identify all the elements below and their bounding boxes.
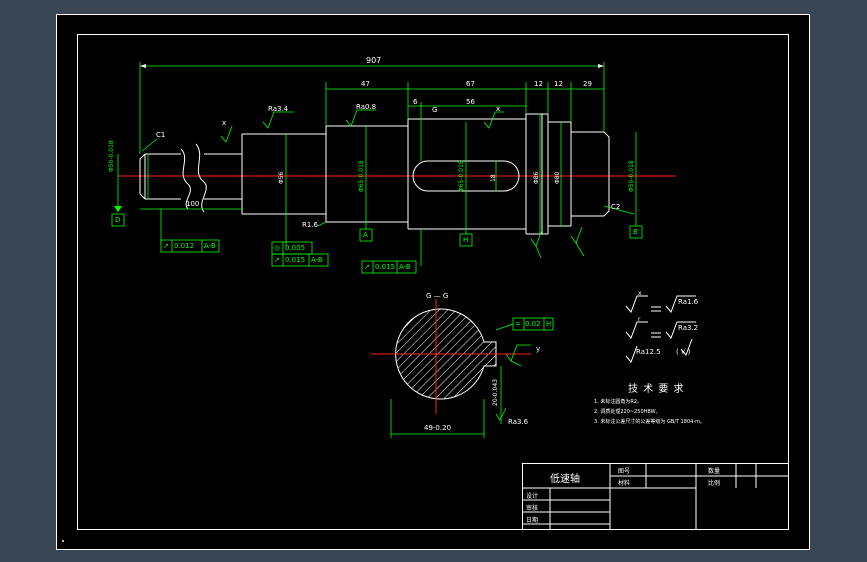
dim-dia-m3: Φ65-0.018 <box>458 160 465 192</box>
note-2: 2. 调质处理220~250HBW。 <box>594 409 661 415</box>
dim-12b: 12 <box>554 80 563 88</box>
title-designer: 设计 <box>526 493 539 500</box>
inner-frame <box>77 34 789 530</box>
cad-viewport[interactable]: 907 47 6 67 56 12 12 29 100 Φ50-0.018 Φ5… <box>56 14 810 550</box>
dim-29: 29 <box>583 80 592 88</box>
legend-row3-val: Ra12.5 <box>636 348 661 356</box>
section-title: G — G <box>426 292 449 300</box>
title-block-grid <box>522 463 789 530</box>
notes-title: 技 术 要 求 <box>628 384 685 395</box>
dimension-lines <box>117 62 637 266</box>
title-drawing-no: 图号 <box>618 468 631 475</box>
dim-dia-56: Φ56 <box>278 171 285 184</box>
section-letter-g: G <box>432 106 438 114</box>
title-material: 材料 <box>618 480 631 487</box>
dim-dia-right: Φ50-0.018 <box>628 160 635 192</box>
dim-12a: 12 <box>534 80 543 88</box>
datum-d: D <box>115 216 121 224</box>
datum-h-box <box>459 233 473 247</box>
dim-section-depth: 20-0.043 <box>492 379 499 406</box>
tol3-val: 0.015 <box>285 256 306 264</box>
legend-row1-sym: x <box>638 290 642 297</box>
tol3-sym: ↗ <box>274 256 280 264</box>
legend-row1-val: Ra1.6 <box>678 298 699 306</box>
tol3-ref: A-B <box>311 256 323 264</box>
tol2-val: 0.005 <box>285 244 306 252</box>
title-scale: 比例 <box>708 480 721 487</box>
dim-dia-left: Φ50-0.018 <box>108 140 115 172</box>
datum-a-box <box>359 228 373 242</box>
tol4-val: 0.015 <box>375 263 396 271</box>
roughness-legend-symbols <box>625 295 696 363</box>
datum-a: A <box>363 231 368 239</box>
datum-h: H <box>463 236 469 244</box>
tol2-sym: ◎ <box>274 244 281 252</box>
roughness-ra08: Ra0.8 <box>356 103 377 111</box>
tol5-val: 0.02 <box>525 320 541 328</box>
section-gg <box>371 299 531 438</box>
radius-label: R1.6 <box>302 221 318 229</box>
roughness-y: y <box>536 345 541 353</box>
tol4-sym: ↗ <box>364 263 370 271</box>
legend-row2-sym: r <box>638 316 641 323</box>
roughness-ra34: Ra3.4 <box>268 105 289 113</box>
roughness-ra36: Ra3.6 <box>508 418 529 426</box>
roughness-x2: x <box>496 105 501 113</box>
dim-section-width: 49-0.20 <box>424 424 452 432</box>
dim-100: 100 <box>186 200 200 208</box>
dim-dia-step: Φ80 <box>554 171 561 184</box>
tol1-ref: A-B <box>204 242 216 250</box>
title-checker: 审核 <box>526 505 539 512</box>
title-date: 日期 <box>526 517 539 524</box>
dim-dia-m2: Φ65-0.018 <box>358 160 365 192</box>
datum-d-box <box>111 213 125 227</box>
title-qty: 数量 <box>708 468 721 475</box>
dim-dia-collar: Φ86 <box>533 171 540 184</box>
datum-b: B <box>633 228 638 236</box>
tol5-ref: H <box>546 320 552 328</box>
tol5-sym: = <box>515 320 521 328</box>
dim-keyway-width: 18 <box>490 174 497 182</box>
datum-markers <box>111 206 643 247</box>
cad-drawing <box>56 14 810 550</box>
chamfer-c1: C1 <box>156 131 166 139</box>
dim-6: 6 <box>413 98 418 106</box>
note-3: 3. 未标注公差尺寸的公差等级为 GB/T 1804-m。 <box>594 419 705 425</box>
ucs-marker <box>62 540 64 542</box>
dim-47: 47 <box>361 80 370 88</box>
title-part-name: 低速轴 <box>550 474 580 485</box>
tol1-sym: ↗ <box>163 242 169 250</box>
roughness-x1: x <box>222 119 227 127</box>
shaft-outline <box>139 113 610 235</box>
tol1-val: 0.012 <box>174 242 195 250</box>
dim-56: 56 <box>466 98 475 106</box>
tol4-ref: A-B <box>399 263 411 271</box>
note-1: 1. 未标注圆角为R2。 <box>594 399 643 405</box>
equals-signs <box>651 306 661 338</box>
dim-67: 67 <box>466 80 475 88</box>
datum-b-box <box>629 225 643 239</box>
chamfer-c2: C2 <box>611 203 621 211</box>
dim-overall: 907 <box>366 56 382 65</box>
dimension-arrows <box>140 64 604 68</box>
legend-row2-val: Ra3.2 <box>678 324 699 332</box>
outer-frame <box>56 14 810 550</box>
annotation-layer: 907 47 6 67 56 12 12 29 100 Φ50-0.018 Φ5… <box>56 14 810 550</box>
legend-row3-tail: ( √ ) <box>676 348 691 356</box>
